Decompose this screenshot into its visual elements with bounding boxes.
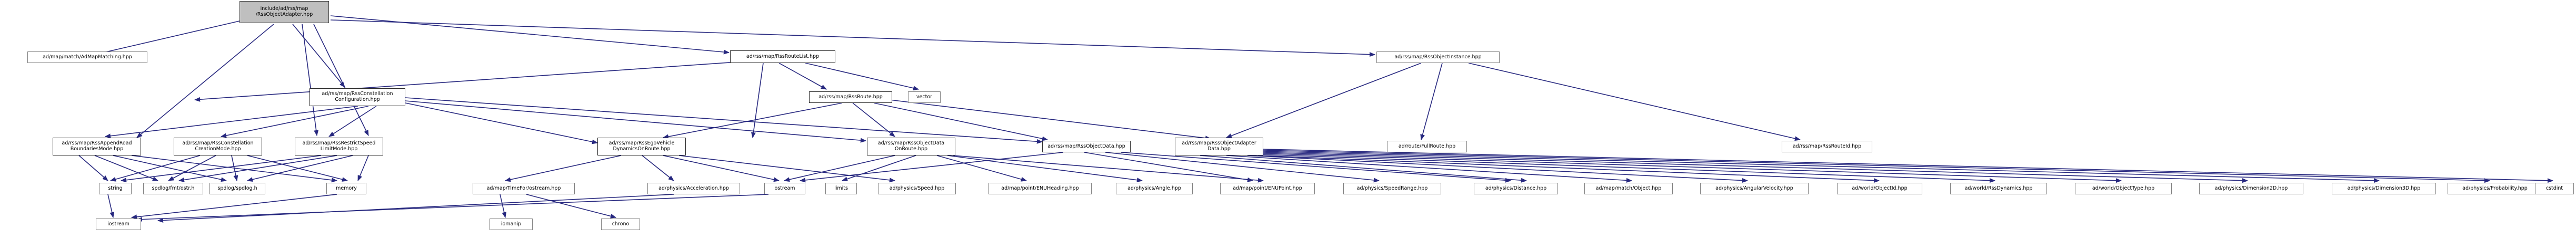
graph-node-label: ad/physics/Probability.hpp [2462,185,2528,191]
graph-node-label: ad/rss/map/RssConstellation CreationMode… [182,140,254,152]
graph-node-label: ad/map/point/ENUPoint.hpp [1233,185,1302,191]
graph-node-label: ad/rss/map/RssObjectData OnRoute.hpp [877,140,945,152]
graph-node-prob[interactable]: ad/physics/Probability.hpp [2448,183,2542,194]
graph-node-label: ostream [774,185,795,191]
graph-node-rssdyn[interactable]: ad/world/RssDynamics.hpp [1950,183,2047,194]
graph-node-label: include/ad/rss/map /RssObjectAdapter.hpp [255,6,313,17]
graph-node-label: ad/rss/map/RssObjectData.hpp [1047,143,1125,149]
graph-node-label: ad/map/point/ENUHeading.hpp [1001,185,1079,191]
graph-node-label: ad/rss/map/RssRouteId.hpp [1792,143,1862,149]
graph-node-spdlog1[interactable]: spdlog/fmt/ostr.h [143,183,203,194]
graph-node-chrono[interactable]: chrono [601,219,640,230]
graph-node-label: ad/rss/map/RssRoute.hpp [818,93,883,100]
graph-node-label: ad/map/match/Object.hpp [1595,185,1662,191]
graph-node-constcreate[interactable]: ad/rss/map/RssConstellation CreationMode… [174,138,262,155]
graph-node-label: ad/world/ObjectId.hpp [1852,185,1908,191]
graph-node-angle[interactable]: ad/physics/Angle.hpp [1116,183,1193,194]
graph-node-angularvel[interactable]: ad/physics/AngularVelocity.hpp [1700,183,1809,194]
graph-node-vector[interactable]: vector [908,91,941,103]
graph-node-label: spdlog/spdlog.h [217,185,257,191]
graph-node-speedrange[interactable]: ad/physics/SpeedRange.hpp [1343,183,1441,194]
graph-node-label: ad/physics/Speed.hpp [889,185,945,191]
graph-node-objdata[interactable]: ad/rss/map/RssObjectData.hpp [1042,141,1131,152]
graph-node-label: ad/rss/map/RssEgoVehicle DynamicsOnRoute… [608,140,675,152]
graph-node-label: ad/world/RssDynamics.hpp [1964,185,2033,191]
graph-node-routeid[interactable]: ad/rss/map/RssRouteId.hpp [1782,141,1872,152]
graph-node-label: ad/physics/Dimension2D.hpp [2214,185,2288,191]
graph-node-label: string [108,185,123,191]
graph-node-label: ad/physics/Dimension3D.hpp [2347,185,2421,191]
graph-node-admapmatch[interactable]: ad/map/match/AdMapMatching.hpp [27,51,147,63]
graph-node-label: ad/world/ObjectType.hpp [2092,185,2155,191]
graph-node-memory[interactable]: memory [326,183,366,194]
graph-node-objinstance[interactable]: ad/rss/map/RssObjectInstance.hpp [1376,51,1500,63]
graph-node-label: ad/map/TimeFor/ostream.hpp [486,185,561,191]
graph-node-objadapter[interactable]: ad/rss/map/RssObjectAdapter Data.hpp [1175,138,1263,155]
graph-node-label: ad/rss/map/RssAppendRoad BoundariesMode.… [62,140,132,152]
graph-node-routelist[interactable]: ad/rss/map/RssRouteList.hpp [730,50,835,63]
graph-node-label: ad/rss/map/RssObjectInstance.hpp [1394,54,1482,60]
graph-node-label: ad/rss/map/RssConstellation Configuratio… [322,91,393,102]
graph-node-label: ad/rss/map/RssObjectAdapter Data.hpp [1182,140,1256,152]
graph-node-distance[interactable]: ad/physics/Distance.hpp [1474,183,1558,194]
graph-node-appendroad[interactable]: ad/rss/map/RssAppendRoad BoundariesMode.… [53,138,141,155]
graph-node-string[interactable]: string [99,183,132,194]
graph-node-label: memory [336,185,357,191]
graph-node-label: ad/physics/AngularVelocity.hpp [1715,185,1793,191]
graph-node-label: ad/map/match/AdMapMatching.hpp [43,54,132,60]
graph-node-constconf[interactable]: ad/rss/map/RssConstellation Configuratio… [309,88,405,106]
graph-node-objectmatch[interactable]: ad/map/match/Object.hpp [1584,183,1673,194]
graph-node-label: ad/physics/Angle.hpp [1127,185,1181,191]
graph-node-label: ad/rss/map/RssRestrictSpeed LimitMode.hp… [302,140,376,152]
graph-node-timefor[interactable]: ad/map/TimeFor/ostream.hpp [473,183,575,194]
graph-node-label: ad/physics/Distance.hpp [1485,185,1547,191]
graph-node-dim3d[interactable]: ad/physics/Dimension3D.hpp [2332,183,2436,194]
graph-node-iomanip[interactable]: iomanip [490,219,533,230]
graph-node-label: ad/physics/Acceleration.hpp [658,185,729,191]
graph-node-egoveh[interactable]: ad/rss/map/RssEgoVehicle DynamicsOnRoute… [597,138,686,155]
graph-node-spdlog2[interactable]: spdlog/spdlog.h [209,183,265,194]
graph-node-root[interactable]: include/ad/rss/map /RssObjectAdapter.hpp [239,1,329,23]
graph-node-worldobjid[interactable]: ad/world/ObjectId.hpp [1837,183,1922,194]
graph-node-ostream[interactable]: ostream [764,183,805,194]
graph-node-enupoint[interactable]: ad/map/point/ENUPoint.hpp [1220,183,1315,194]
graph-node-speed[interactable]: ad/physics/Speed.hpp [878,183,956,194]
graph-node-dim2d[interactable]: ad/physics/Dimension2D.hpp [2199,183,2303,194]
graph-node-limits[interactable]: limits [825,183,857,194]
graph-node-fullroute[interactable]: ad/route/FullRoute.hpp [1387,141,1467,152]
graph-node-label: spdlog/fmt/ostr.h [152,185,195,191]
graph-node-iostream[interactable]: iostream [96,219,141,230]
graph-node-accel[interactable]: ad/physics/Acceleration.hpp [647,183,740,194]
graph-node-label: ad/route/FullRoute.hpp [1398,143,1456,149]
graph-node-label: limits [834,185,848,191]
graph-node-label: chrono [612,221,630,227]
graph-node-restrictspd[interactable]: ad/rss/map/RssRestrictSpeed LimitMode.hp… [295,138,383,155]
graph-node-rssroute[interactable]: ad/rss/map/RssRoute.hpp [809,91,892,103]
graph-node-label: ad/rss/map/RssRouteList.hpp [746,53,820,59]
graph-node-enuheading[interactable]: ad/map/point/ENUHeading.hpp [989,183,1092,194]
graph-node-objdataonr[interactable]: ad/rss/map/RssObjectData OnRoute.hpp [867,138,955,155]
graph-node-label: ad/physics/SpeedRange.hpp [1356,185,1428,191]
graph-node-label: cstdint [2545,185,2563,191]
graph-node-cstdint[interactable]: cstdint [2535,183,2574,194]
graph-node-label: iomanip [501,221,522,227]
graph-node-label: iostream [107,221,129,227]
graph-node-objtype[interactable]: ad/world/ObjectType.hpp [2075,183,2172,194]
graph-node-label: vector [916,93,933,100]
